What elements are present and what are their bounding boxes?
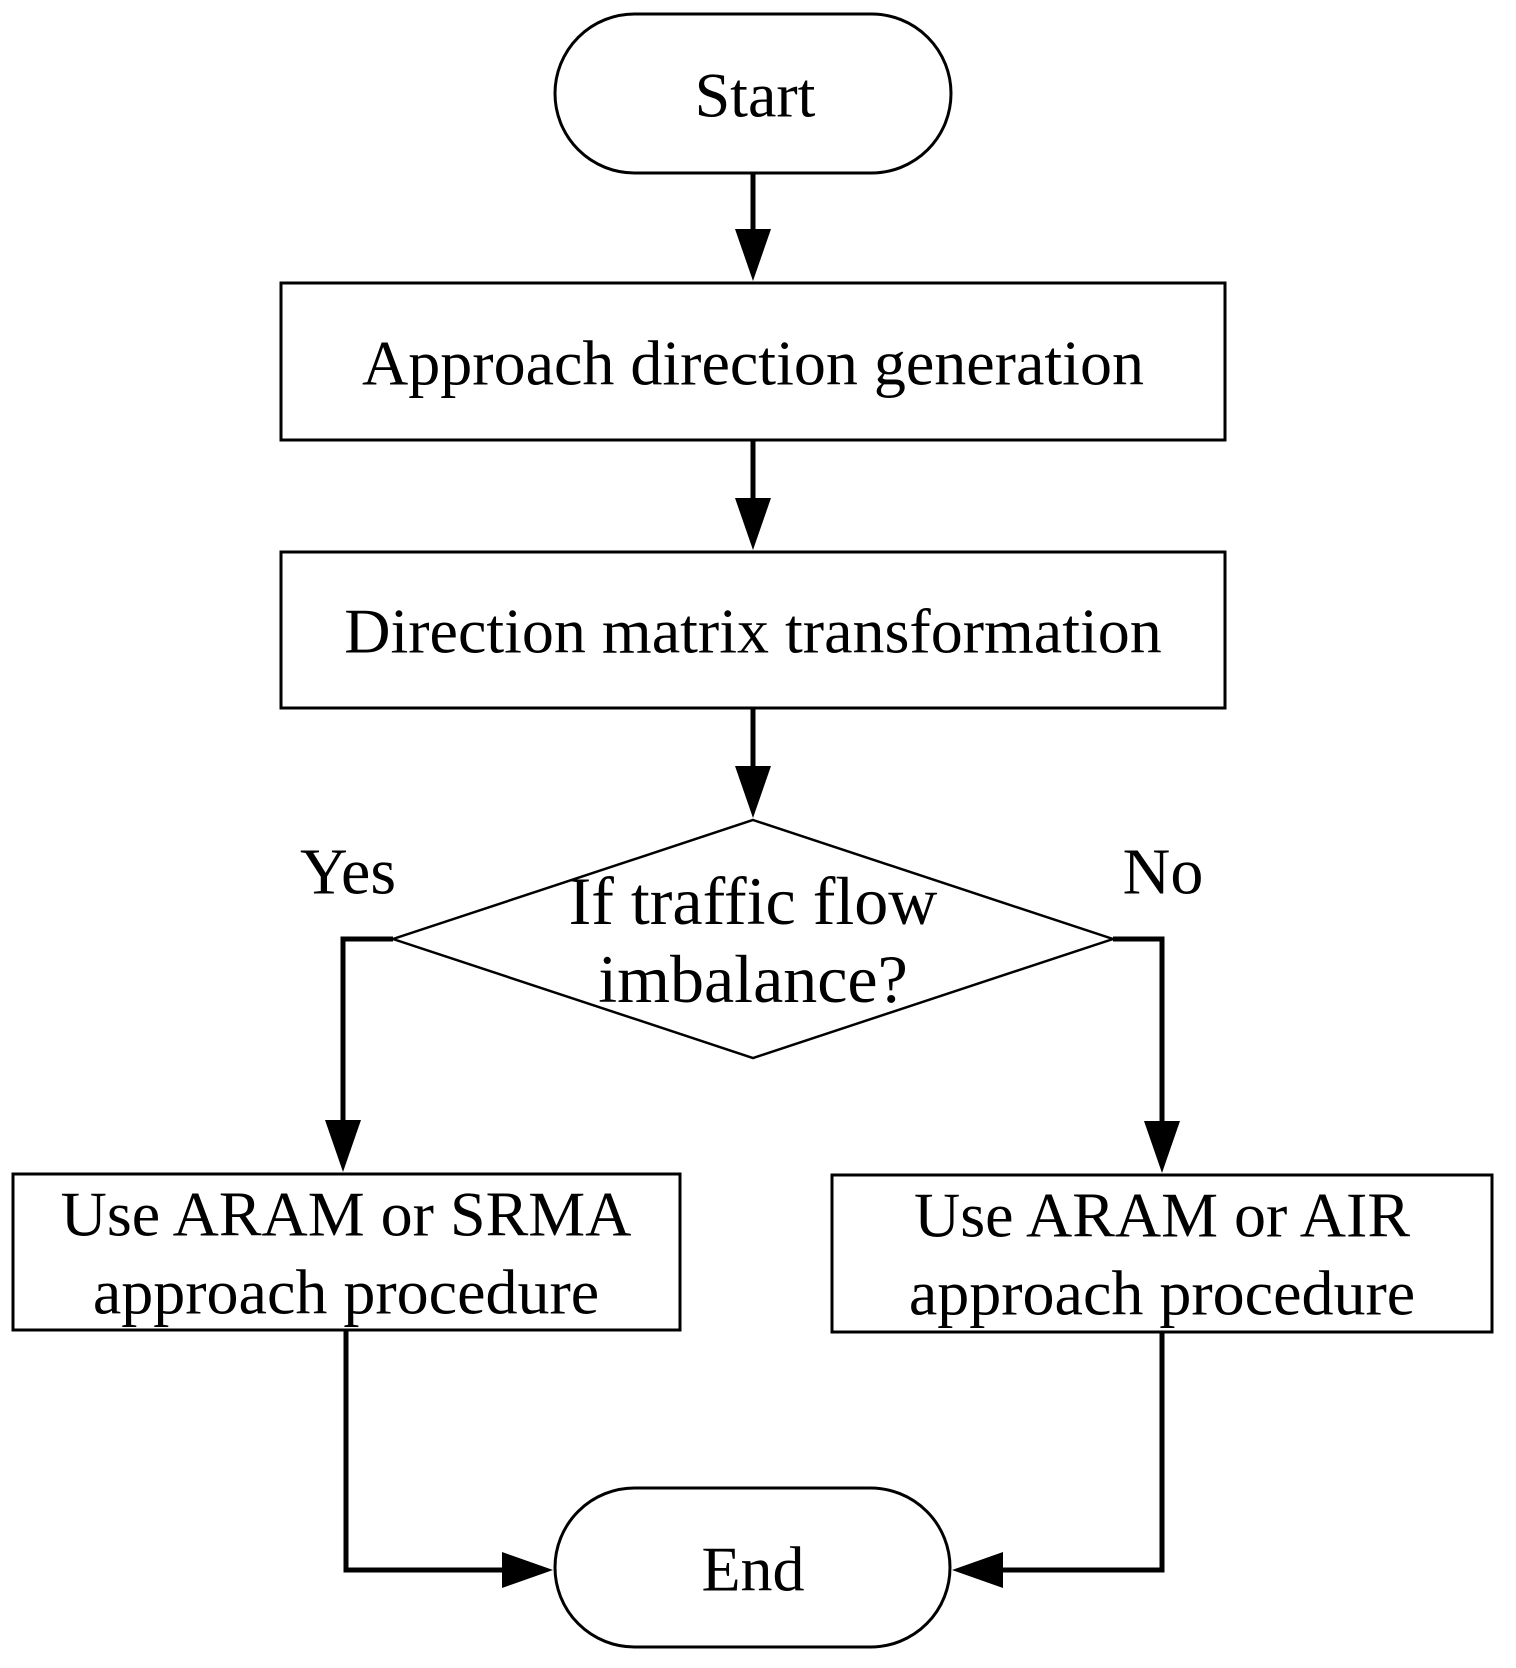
arrowhead-right-icon — [502, 1552, 553, 1588]
right-procedure-node — [830, 1173, 1494, 1334]
arrowhead-down-icon — [325, 1120, 361, 1172]
decision-label-line1: If traffic flow — [569, 863, 938, 939]
connector-left-to-end — [343, 1330, 504, 1573]
right-procedure-label-line1: Use ARAM or AIR — [914, 1180, 1410, 1251]
end-node — [553, 1486, 952, 1649]
end-node-label: End — [701, 1534, 804, 1605]
arrowhead-left-icon — [952, 1552, 1003, 1588]
approach-generation-node — [279, 281, 1227, 442]
yes-edge-label: Yes — [300, 836, 396, 909]
left-procedure-label-line1: Use ARAM or SRMA — [61, 1179, 632, 1250]
connector-yes-branch — [340, 936, 393, 1126]
decision-node — [389, 818, 1117, 1060]
connector-right-to-end — [1002, 1332, 1165, 1573]
decision-label-line2: imbalance? — [598, 941, 908, 1017]
arrowhead-down-icon — [735, 229, 771, 281]
start-node-label: Start — [695, 60, 816, 131]
left-procedure-label-line2: approach procedure — [93, 1257, 599, 1328]
matrix-transformation-label: Direction matrix transformation — [344, 596, 1162, 667]
right-procedure-label-line2: approach procedure — [909, 1258, 1415, 1329]
no-edge-label: No — [1123, 836, 1204, 909]
left-procedure-node — [11, 1172, 682, 1332]
arrowhead-down-icon — [735, 766, 771, 818]
connector-no-branch — [1113, 936, 1165, 1127]
approach-generation-label: Approach direction generation — [362, 328, 1144, 399]
arrowhead-down-icon — [735, 498, 771, 550]
arrowhead-down-icon — [1144, 1121, 1180, 1173]
